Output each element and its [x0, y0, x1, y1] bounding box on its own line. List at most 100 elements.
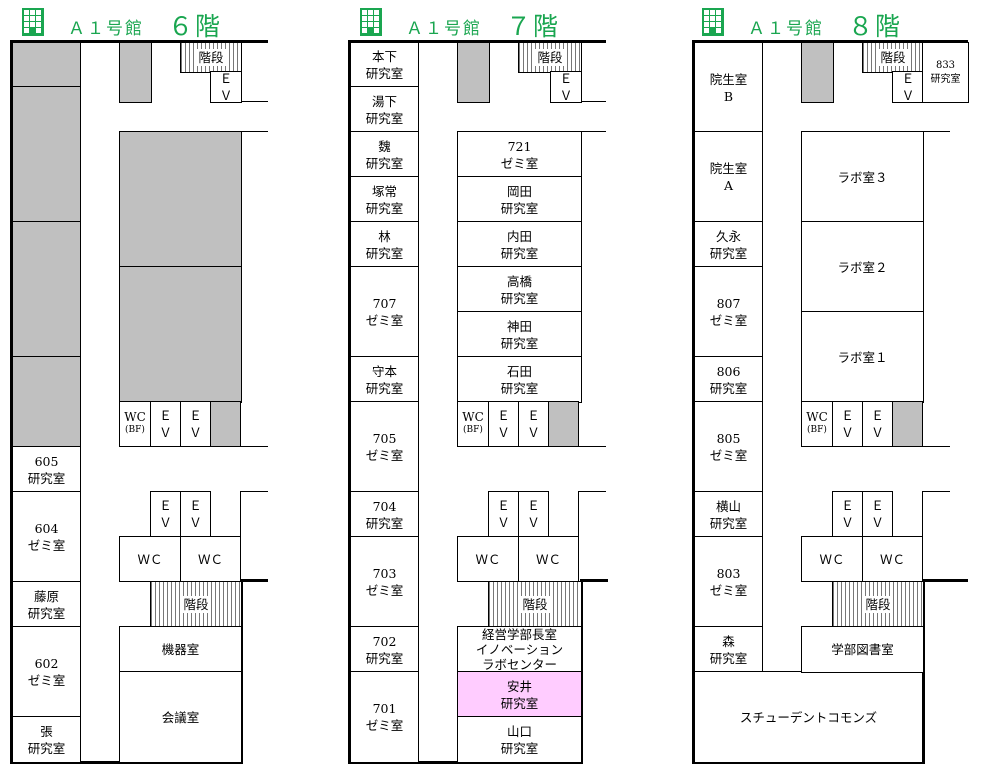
- stairs: 階段: [180, 42, 242, 73]
- room-label: 721 ゼミ室: [500, 138, 539, 171]
- room: 833 研究室: [922, 42, 969, 103]
- room: 山口 研究室: [457, 716, 582, 763]
- room-label: 702 研究室: [365, 633, 404, 666]
- room: Ｅ Ｖ: [832, 401, 863, 447]
- room: 605 研究室: [12, 446, 81, 493]
- room-label: 森 研究室: [709, 633, 748, 666]
- room-label: 安井 研究室: [500, 678, 539, 711]
- room: 石田 研究室: [457, 356, 582, 403]
- room-label: ＷＣ: [535, 551, 561, 567]
- building-name: Ａ１号館: [406, 19, 482, 39]
- room: Ｅ Ｖ: [210, 71, 242, 103]
- stairs: 階段: [518, 42, 582, 73]
- room-label: 703 ゼミ室: [365, 566, 404, 598]
- room-label: ＷＣ: [197, 551, 223, 567]
- room-label: 806 研究室: [709, 363, 748, 396]
- corridor-line: [578, 491, 606, 492]
- room-label: ＷＣ: [137, 551, 163, 567]
- room-label: 神田 研究室: [500, 318, 539, 351]
- room-label: Ｅ Ｖ: [189, 498, 202, 530]
- room: ＷＣ: [518, 536, 579, 582]
- room: 高橋 研究室: [457, 266, 582, 313]
- room-label: ラボ室１: [837, 349, 888, 365]
- room: Ｅ Ｖ: [488, 401, 519, 447]
- room: WC(BF): [457, 401, 489, 447]
- room: ＷＣ: [862, 536, 923, 582]
- stairs: 階段: [862, 42, 924, 73]
- room-label: 魏 研究室: [365, 138, 404, 171]
- room: ラボ室１: [801, 311, 924, 403]
- room: Ｅ Ｖ: [892, 71, 924, 103]
- room-label: 会議室: [161, 709, 200, 725]
- room: Ｅ Ｖ: [150, 401, 181, 447]
- room-label: Ｅ Ｖ: [901, 71, 915, 103]
- unlabeled-room: [210, 401, 241, 447]
- room: Ｅ Ｖ: [488, 491, 519, 537]
- room: 院生室 B: [694, 42, 763, 133]
- room-label: 石田 研究室: [500, 363, 539, 396]
- room: ＷＣ: [180, 536, 241, 582]
- stairs: 階段: [150, 581, 242, 628]
- building-icon: [22, 8, 44, 36]
- corridor-line: [922, 491, 950, 492]
- room-label: 602 ゼミ室: [27, 656, 66, 688]
- room-label: Ｅ Ｖ: [841, 498, 854, 530]
- room: 久永 研究室: [694, 221, 763, 268]
- unlabeled-room: [119, 266, 242, 403]
- room-label: 湯下 研究室: [365, 93, 404, 126]
- corridor-line: [240, 131, 268, 132]
- room: 721 ゼミ室: [457, 131, 582, 178]
- room-label: ＷＣ: [819, 551, 845, 567]
- room: 702 研究室: [350, 626, 419, 673]
- unlabeled-room: [12, 86, 81, 223]
- room-label: 705 ゼミ室: [365, 431, 404, 463]
- room: 塚常 研究室: [350, 176, 419, 223]
- room: 703 ゼミ室: [350, 536, 419, 628]
- room-label: WC(BF): [124, 410, 146, 435]
- room-label: Ｅ Ｖ: [159, 408, 172, 440]
- unlabeled-room: [12, 42, 81, 88]
- room: Ｅ Ｖ: [832, 491, 863, 537]
- room-label: スチューデントコモンズ: [739, 709, 878, 725]
- room: 707 ゼミ室: [350, 266, 419, 358]
- unlabeled-room: [457, 42, 490, 103]
- room: 張 研究室: [12, 716, 81, 763]
- room: Ｅ Ｖ: [150, 491, 181, 537]
- corridor-line: [922, 131, 950, 132]
- floor-number: ６階: [168, 12, 223, 41]
- room-label: 階段: [520, 596, 550, 613]
- room-label: ＷＣ: [475, 551, 501, 567]
- floor-number: ７階: [506, 12, 561, 41]
- room-label: 本下 研究室: [365, 49, 404, 81]
- room-label: 階段: [535, 49, 565, 66]
- room: 機器室: [119, 626, 242, 673]
- room: 藤原 研究室: [12, 581, 81, 628]
- room: 岡田 研究室: [457, 176, 582, 223]
- room-label: Ｅ Ｖ: [559, 71, 573, 103]
- building-name: Ａ１号館: [68, 19, 144, 39]
- room: ＷＣ: [119, 536, 181, 582]
- room: 守本 研究室: [350, 356, 419, 403]
- room: 604 ゼミ室: [12, 491, 81, 583]
- floor-header: Ａ１号館 ６階: [22, 6, 242, 41]
- room-label: Ｅ Ｖ: [527, 498, 540, 530]
- building-icon: [702, 8, 724, 36]
- room-label: ＷＣ: [879, 551, 905, 567]
- unlabeled-room: [12, 221, 81, 358]
- room-label: 階段: [196, 49, 226, 66]
- room: ラボ室２: [801, 221, 924, 313]
- room: ＷＣ: [801, 536, 863, 582]
- outer-wall-top: [348, 40, 606, 43]
- room-label: 岡田 研究室: [500, 183, 539, 216]
- room-label: 805 ゼミ室: [709, 431, 748, 463]
- room: 林 研究室: [350, 221, 419, 268]
- room-label: 階段: [181, 596, 211, 613]
- room-label: Ｅ Ｖ: [871, 408, 884, 440]
- unlabeled-room: [119, 131, 242, 268]
- corridor-line: [240, 446, 268, 447]
- room: Ｅ Ｖ: [518, 491, 549, 537]
- room-label: Ｅ Ｖ: [189, 408, 202, 440]
- room-label: ラボ室３: [837, 169, 888, 185]
- room-label: 院生室 B: [709, 71, 748, 104]
- corridor-line: [578, 131, 606, 132]
